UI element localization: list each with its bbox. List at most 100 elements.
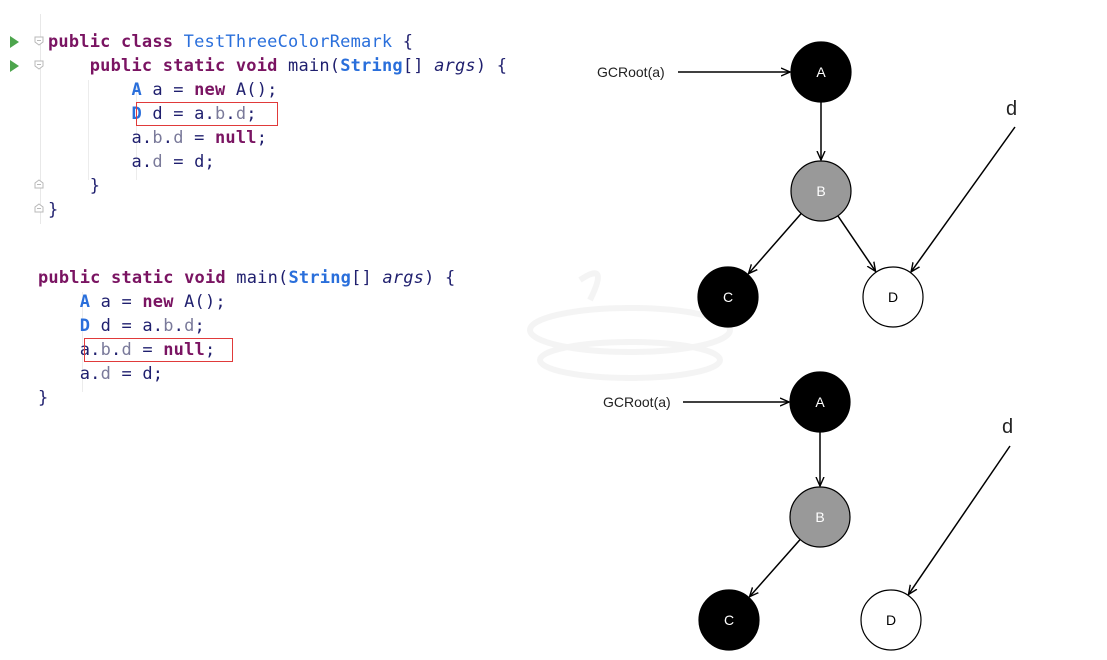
run-triangle-icon[interactable] <box>10 60 19 72</box>
code-token: A <box>38 292 91 312</box>
code-token: [] <box>402 56 435 76</box>
code-line: a.d = d; <box>38 362 163 386</box>
code-token: ( <box>329 56 341 76</box>
code-token: ; <box>256 128 268 148</box>
code-line: } <box>48 198 58 222</box>
code-token: ) { <box>475 56 508 76</box>
code-line: A a = new A(); <box>48 78 278 102</box>
code-token: String <box>288 268 352 288</box>
code-token: D <box>48 104 142 124</box>
code-line: public class TestThreeColorRemark { <box>48 30 413 54</box>
local-var-label: d <box>1006 98 1017 120</box>
node-b <box>789 486 851 548</box>
code-token: ) { <box>424 268 456 288</box>
code-token: ; <box>194 316 205 336</box>
code-token: new <box>194 80 226 100</box>
code-token: A(); <box>173 292 226 312</box>
code-token: a = <box>90 292 143 312</box>
code-token: null <box>214 128 257 148</box>
code-token: . <box>173 316 185 336</box>
code-token: b <box>163 316 174 336</box>
local-var-label: d <box>1002 416 1013 438</box>
code-token: b <box>152 128 163 148</box>
node-label: A <box>816 64 826 80</box>
node-label: B <box>816 183 825 199</box>
code-token: . <box>111 340 122 360</box>
gc-root-label: GCRoot(a) <box>597 64 665 80</box>
code-token: } <box>38 388 49 408</box>
edge-b-to-c <box>750 538 801 596</box>
highlight-box-null-assignment <box>84 338 233 362</box>
node-c <box>698 589 760 651</box>
fold-marker-icon[interactable] <box>34 179 44 189</box>
code-token: = <box>131 340 164 360</box>
fold-marker-icon[interactable] <box>34 60 44 70</box>
code-token: main <box>288 56 330 76</box>
code-token: ; <box>246 104 257 124</box>
node-label: D <box>888 289 898 305</box>
code-token: { <box>392 32 414 52</box>
code-token: TestThreeColorRemark <box>183 32 393 52</box>
code-token: [] <box>351 268 383 288</box>
code-token: b <box>100 340 112 360</box>
code-token: } <box>48 200 59 220</box>
node-label: D <box>886 612 896 628</box>
code-token: } <box>48 176 101 196</box>
code-token: args <box>382 268 425 288</box>
code-token: ( <box>278 268 289 288</box>
node-label: C <box>723 289 733 305</box>
node-label: C <box>724 612 734 628</box>
java-logo-watermark <box>527 270 733 381</box>
code-token: = d; <box>111 364 164 384</box>
code-token: d <box>173 128 184 148</box>
code-token: d <box>121 340 132 360</box>
gc-reference-diagram: A B C D GCRoot(a) d A B C D GCRoot(a) d <box>597 41 1017 651</box>
code-token: d <box>100 364 112 384</box>
edge-d-to-d <box>911 126 1016 272</box>
code-token: d <box>235 104 247 124</box>
fold-marker-icon[interactable] <box>34 203 44 213</box>
code-editor-panel: public class TestThreeColorRemark { publ… <box>10 14 508 410</box>
code-token: D <box>38 316 91 336</box>
code-token: String <box>340 56 403 76</box>
node-c <box>697 266 759 328</box>
node-b <box>790 160 852 222</box>
code-line: public static void main(String[] args) { <box>38 266 455 290</box>
node-a <box>790 41 852 103</box>
code-token: a. <box>48 128 153 148</box>
code-token: = d; <box>162 152 215 172</box>
code-token: a. <box>48 152 153 172</box>
code-token: main <box>236 268 279 288</box>
node-d <box>860 589 922 651</box>
code-token: ; <box>204 340 216 360</box>
code-line: a.d = d; <box>48 150 215 174</box>
code-token: null <box>163 340 205 360</box>
code-line: a.b.d = null; <box>38 338 215 362</box>
code-token: a = <box>141 80 195 100</box>
run-triangle-icon[interactable] <box>10 36 19 48</box>
gutter-divider <box>40 14 41 224</box>
code-token: public static void <box>48 56 289 76</box>
node-a <box>789 371 851 433</box>
code-token: args <box>434 56 476 76</box>
code-line: a.b.d = null; <box>48 126 267 150</box>
code-token: new <box>142 292 174 312</box>
edge-d-to-d <box>908 445 1011 594</box>
node-label: B <box>815 509 824 525</box>
highlight-box-declaration <box>136 102 278 126</box>
indent-guide <box>136 82 137 180</box>
code-token: d <box>152 152 163 172</box>
diagram-before-null: A B C D GCRoot(a) d <box>597 41 1017 328</box>
code-line: D d = a.b.d; <box>38 314 205 338</box>
indent-guide <box>82 292 83 392</box>
code-token: . <box>225 104 236 124</box>
code-token: A(); <box>225 80 278 100</box>
code-token: A <box>48 80 142 100</box>
code-token: d = a. <box>141 104 215 124</box>
fold-marker-icon[interactable] <box>34 36 44 46</box>
code-token: = <box>183 128 215 148</box>
code-token: b <box>214 104 226 124</box>
code-token: d = a. <box>90 316 164 336</box>
code-line: } <box>38 386 48 410</box>
